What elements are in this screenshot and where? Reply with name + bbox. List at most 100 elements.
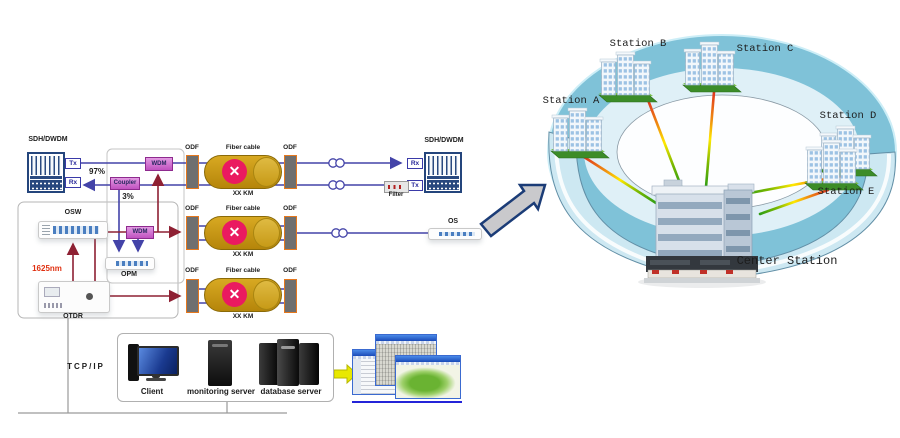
monitor-base-icon <box>146 378 166 381</box>
device-ports <box>53 226 99 234</box>
optical-path-box <box>106 148 185 284</box>
odf-left <box>186 155 199 189</box>
fiber-end-cap <box>253 218 280 248</box>
window-toolbar <box>353 356 395 359</box>
fiber-cable-label: Fiber cable <box>225 144 261 151</box>
station-c-label: Station C <box>736 43 794 55</box>
link-station-b <box>646 98 683 188</box>
sdh-left-rack <box>27 152 65 193</box>
server-slot-icon <box>281 346 295 349</box>
screenshot-underline <box>352 401 462 403</box>
rack-ports <box>427 180 459 190</box>
wavelength-label: 1625nm <box>32 264 62 273</box>
tx-port-left: Tx <box>65 158 81 169</box>
fiber-end-cap <box>253 280 280 310</box>
odf-right <box>284 279 297 313</box>
fault-x-icon: ✕ <box>222 282 247 307</box>
osw-label: OSW <box>64 209 82 216</box>
database-server-icon <box>277 339 299 386</box>
link-station-c <box>704 90 716 189</box>
rx-port-left: Rx <box>65 177 81 188</box>
rack-ports <box>30 180 62 190</box>
window-titlebar <box>353 350 395 356</box>
window-gis-content <box>396 365 460 398</box>
split-3-label: 3% <box>122 192 134 201</box>
station-d-label: Station D <box>819 110 877 122</box>
station-a-label: Station A <box>542 95 600 107</box>
fiber-cable-span: ✕ <box>204 155 282 189</box>
km-label: XX KM <box>232 313 254 320</box>
odf-label: ODF <box>185 205 199 212</box>
client-label: Client <box>140 387 164 396</box>
window-titlebar <box>376 335 436 341</box>
window-toolbar <box>396 362 460 365</box>
filter-device <box>384 181 409 193</box>
odf-label: ODF <box>283 144 297 151</box>
wdm-top: WDM <box>145 157 173 171</box>
otdr-device <box>38 281 110 313</box>
otdr-screen <box>44 287 60 297</box>
otdr-knob <box>86 293 93 300</box>
rack-cards <box>428 156 458 175</box>
rack-divider <box>30 176 62 179</box>
odf-right <box>284 216 297 250</box>
software-window-map-green <box>395 355 461 399</box>
opm-device <box>105 257 155 270</box>
window-toolbar <box>376 341 436 344</box>
database-server-icon <box>259 343 279 385</box>
coupler: Coupler <box>110 177 140 190</box>
station-e-label: Station E <box>817 186 875 198</box>
tcpip-label: TCP/IP <box>67 362 105 371</box>
odf-left <box>186 279 199 313</box>
odf-label: ODF <box>185 144 199 151</box>
fiber-cable-span: ✕ <box>204 216 282 250</box>
split-97-label: 97% <box>88 167 106 176</box>
server-slot-icon <box>212 344 228 347</box>
center-station-label: Center Station <box>736 254 838 268</box>
monitoring-server-label: monitoring server <box>186 387 256 396</box>
monitor-stand-icon <box>152 374 160 378</box>
tx-port-right: Tx <box>407 180 423 191</box>
fault-x-icon: ✕ <box>222 159 247 184</box>
opm-label: OPM <box>121 271 137 278</box>
left-to-right-arrow <box>479 183 547 238</box>
odf-label: ODF <box>283 205 297 212</box>
rack-divider <box>427 176 459 179</box>
odf-left <box>186 216 199 250</box>
database-server-label: database server <box>260 387 322 396</box>
sdh-right-label: SDH/DWDM <box>424 137 464 144</box>
odf-label: ODF <box>283 267 297 274</box>
fault-x-icon: ✕ <box>222 220 247 245</box>
device-ports <box>116 261 148 266</box>
filter-label: Filter <box>388 192 404 198</box>
client-pc-tower-icon <box>128 344 139 381</box>
device-ports <box>439 232 475 236</box>
odf-right <box>284 155 297 189</box>
otdr-label: OTDR <box>63 313 83 320</box>
center-station-building <box>638 179 766 288</box>
os-label: OS <box>447 218 459 225</box>
monitoring-server-icon <box>208 340 232 386</box>
link-station-e <box>758 188 830 216</box>
fiber-cable-label: Fiber cable <box>225 267 261 274</box>
fiber-coil-icons <box>328 158 348 238</box>
device-ticks <box>42 225 50 235</box>
wdm-mid: WDM <box>126 226 154 239</box>
km-label: XX KM <box>232 190 254 197</box>
fiber-cable-label: Fiber cable <box>225 205 261 212</box>
osw-device <box>38 221 108 239</box>
database-server-icon <box>299 343 319 385</box>
server-group-box <box>117 333 334 402</box>
window-titlebar <box>396 356 460 362</box>
station-b-label: Station B <box>609 38 667 50</box>
sdh-right-rack <box>424 152 462 193</box>
link-station-a <box>582 155 658 205</box>
fiber-end-cap <box>253 157 280 187</box>
client-monitor-icon <box>137 346 179 376</box>
odf-label: ODF <box>185 267 199 274</box>
otdr-buttons <box>44 303 62 308</box>
sdh-left-label: SDH/DWDM <box>28 136 68 143</box>
os-device <box>428 228 482 240</box>
